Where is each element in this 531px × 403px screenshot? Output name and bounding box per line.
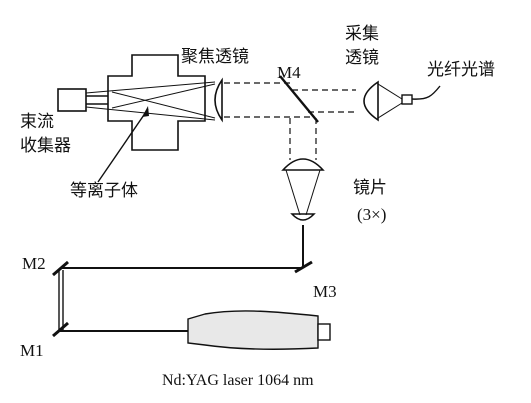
focus-lens: [214, 77, 223, 123]
label-lens-magnification: (3×): [357, 205, 386, 224]
label-m1: M1: [20, 341, 44, 360]
beam-line-cross-2: [111, 83, 216, 109]
mirror-m4: [279, 75, 319, 123]
laser-tail-block: [317, 323, 331, 341]
label-beam-collector-2: 收集器: [20, 136, 71, 156]
label-collect-lens-2: 透镜: [345, 48, 379, 68]
beam-line-cross-1: [111, 91, 216, 119]
expander-lens-upper: [281, 158, 325, 171]
plasma-pointer-arrowhead: [142, 106, 149, 117]
label-fiber-spectrometer: 光纤光谱: [427, 60, 495, 80]
expander-beam-right: [305, 169, 321, 216]
collect-beam-lower: [377, 102, 403, 119]
mirror-m2: [52, 260, 69, 277]
label-lens: 镜片: [353, 178, 387, 198]
mirror-m1: [52, 321, 69, 338]
label-laser: Nd:YAG laser 1064 nm: [162, 372, 314, 389]
optical-fiber: [411, 85, 441, 100]
label-plasma: 等离子体: [70, 181, 138, 201]
label-focus-lens: 聚焦透镜: [181, 47, 249, 67]
mirror-m3: [294, 260, 313, 274]
collect-beam-upper: [377, 83, 403, 100]
expander-lens-lower: [290, 213, 316, 221]
label-m3: M3: [313, 282, 337, 301]
beam-line-upper: [85, 81, 216, 94]
beam-line-lower: [85, 106, 216, 121]
label-collect-lens-1: 采集: [345, 24, 379, 44]
expander-beam-left: [285, 169, 301, 216]
plasma-pointer: [97, 108, 149, 183]
beam-collector-box: [57, 88, 87, 112]
label-beam-collector-1: 束流: [20, 112, 54, 132]
vacuum-chamber-cross: [107, 54, 206, 151]
collect-lens: [363, 80, 379, 122]
label-m4: M4: [277, 63, 301, 82]
fiber-connector: [401, 94, 413, 105]
nd-yag-laser-head: [187, 310, 319, 350]
label-m2: M2: [22, 254, 46, 273]
